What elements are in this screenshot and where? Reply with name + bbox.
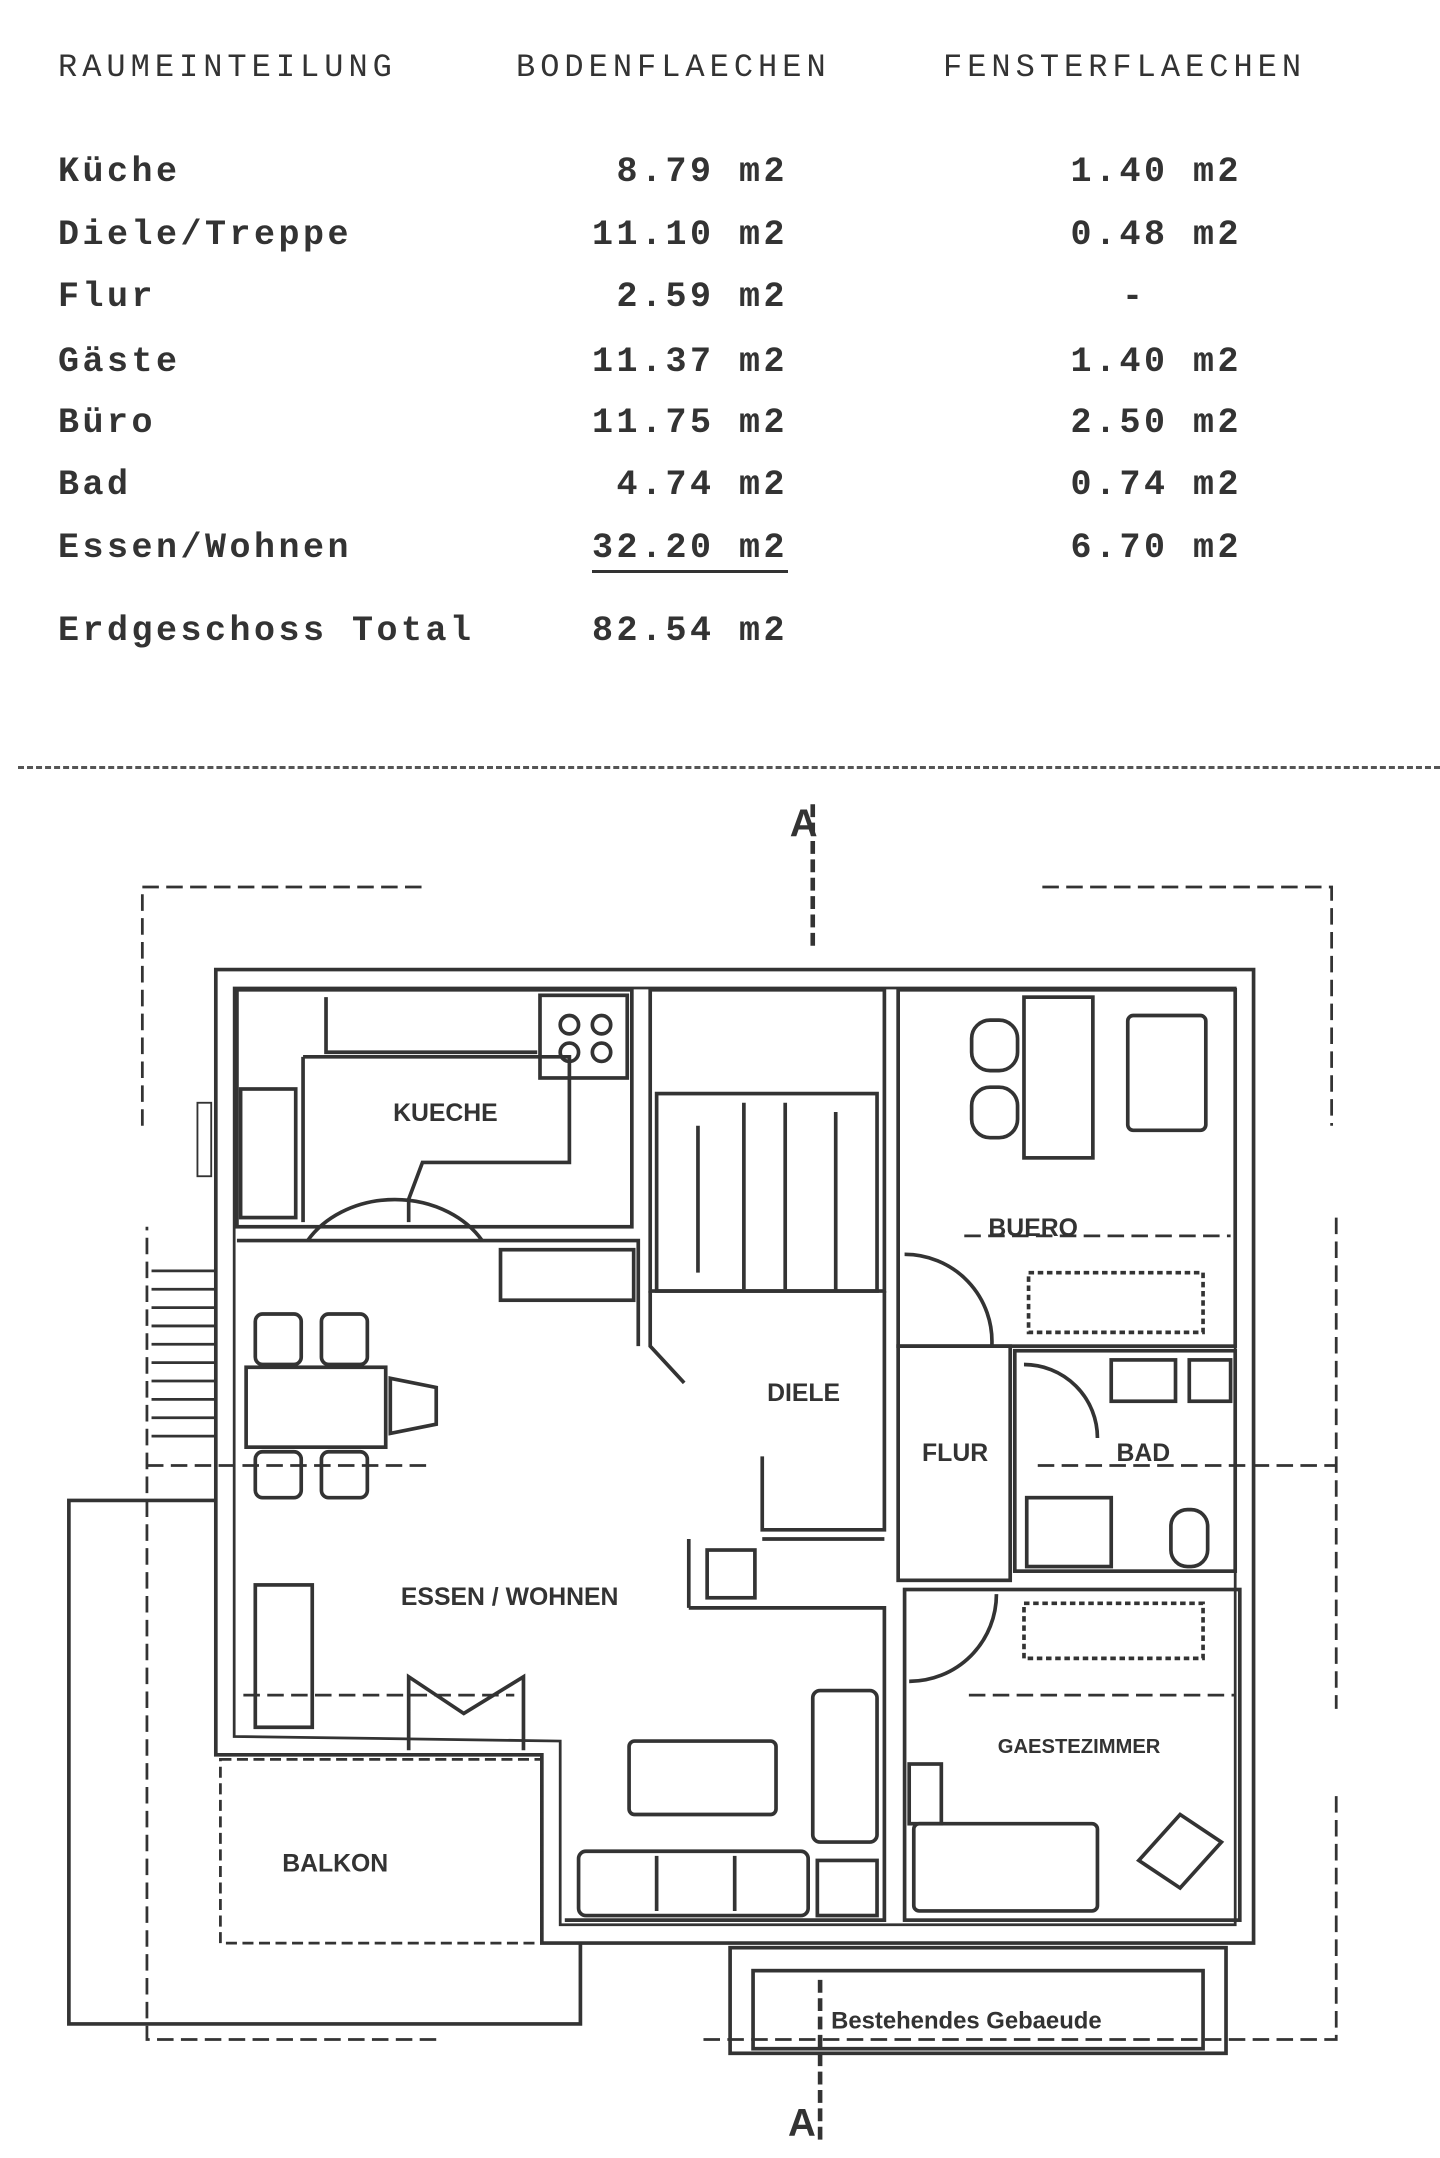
dining-table: [244, 1365, 388, 1450]
row-window: 0.48 m2: [1070, 215, 1242, 255]
guest-bed: [911, 1821, 1100, 1913]
section-line: [810, 804, 823, 2141]
row-floor: 8.79 m2: [616, 152, 788, 192]
room-label-bad: BAD: [1117, 1440, 1171, 1467]
row-floor: 11.37 m2: [591, 342, 788, 382]
row-window: 0.74 m2: [1070, 465, 1242, 505]
roof-outline: [140, 885, 1338, 2041]
guest-room: [902, 1587, 1242, 1922]
terrace-outline: [67, 1498, 583, 2026]
office-room: [896, 987, 1238, 1348]
hall-stairs-room: [648, 987, 887, 1293]
existing-building-label: Bestehendes Gebaeude: [831, 2008, 1102, 2035]
row-window: 1.40 m2: [1070, 342, 1242, 382]
diele-walls: [648, 1291, 887, 1532]
existing-building: [728, 1945, 1228, 2056]
living-walls: [236, 1238, 887, 1922]
room-label-balkon: BALKON: [282, 1850, 388, 1877]
section-label-top: A: [790, 802, 818, 845]
guest-radiator: [1022, 1601, 1205, 1661]
header-floor-area: BODENFLAECHEN: [516, 49, 831, 86]
balcony: [219, 1758, 544, 1945]
row-floor: 32.20 m2: [591, 531, 788, 573]
total-label: Erdgeschoss Total: [58, 611, 475, 651]
total-floor: 82.54 m2: [591, 611, 788, 651]
row-floor: 4.74 m2: [616, 465, 788, 505]
row-room: Küche: [58, 152, 181, 192]
sofa: [576, 1849, 810, 1918]
row-floor: 11.75 m2: [591, 403, 788, 443]
section-label-bottom: A: [788, 2102, 816, 2145]
row-window: -: [1122, 277, 1147, 317]
corridor-room: [896, 1344, 1013, 1583]
room-label-flur: FLUR: [922, 1440, 988, 1467]
room-label-buero: BUERO: [988, 1215, 1077, 1242]
floor-plan: A A KUECHE DIELE FLUR BAD BUERO GAESTEZI…: [67, 802, 1338, 2145]
bath-room: [1012, 1348, 1238, 1573]
room-label-diele: DIELE: [767, 1380, 840, 1407]
row-room: Diele/Treppe: [58, 215, 353, 255]
separator-line: [18, 766, 1440, 769]
header-room: RAUMEINTEILUNG: [58, 49, 397, 86]
row-room: Flur: [58, 277, 157, 317]
kitchen-room: [235, 987, 634, 1229]
row-floor: 11.10 m2: [591, 215, 788, 255]
row-room: Büro: [58, 403, 157, 443]
row-window: 2.50 m2: [1070, 403, 1242, 443]
row-room: Essen/Wohnen: [58, 528, 353, 568]
row-window: 6.70 m2: [1070, 528, 1242, 568]
header-window-area: FENSTERFLAECHEN: [943, 49, 1307, 86]
row-room: Gäste: [58, 342, 181, 382]
room-label-essen: ESSEN / WOHNEN: [401, 1584, 619, 1611]
coffee-table: [627, 1739, 778, 1817]
exterior-wall: [213, 967, 1256, 1945]
office-radiator: [1026, 1270, 1205, 1335]
room-label-gaeste: GAESTEZIMMER: [998, 1736, 1161, 1758]
row-window: 1.40 m2: [1070, 152, 1242, 192]
room-label-kueche: KUECHE: [393, 1100, 498, 1127]
row-room: Bad: [58, 465, 132, 505]
row-floor: 2.59 m2: [616, 277, 788, 317]
